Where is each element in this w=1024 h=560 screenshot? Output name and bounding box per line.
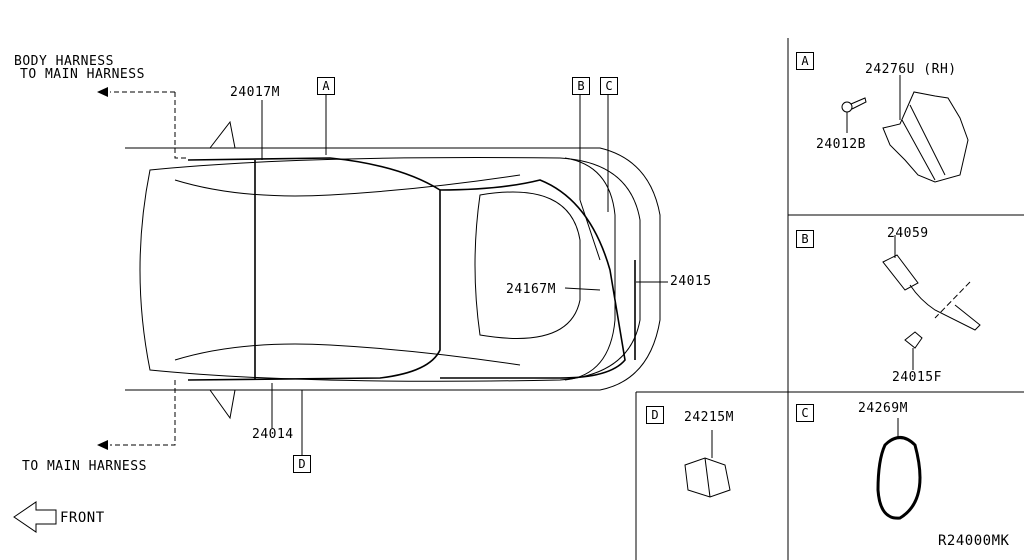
part-24015F-drawing — [904, 331, 923, 370]
panel-b-letter: B — [796, 230, 814, 248]
marker-d: D — [293, 455, 311, 473]
panel-b-part-24059: 24059 — [887, 226, 929, 241]
marker-b: B — [572, 77, 590, 95]
front-label: FRONT — [60, 510, 105, 526]
panel-b-part-24015F: 24015F — [892, 370, 942, 385]
marker-c: C — [600, 77, 618, 95]
panel-d-part-24215M: 24215M — [684, 410, 734, 425]
part-label-24014: 24014 — [252, 427, 294, 442]
part-24215M-drawing — [684, 430, 731, 498]
part-24269M-drawing — [876, 418, 922, 520]
front-arrow-icon — [13, 501, 57, 533]
panel-c-letter: C — [796, 404, 814, 422]
part-label-24017M: 24017M — [230, 85, 280, 100]
diagram-code: R24000MK — [938, 533, 1010, 549]
panel-c-part-24269M: 24269M — [858, 401, 908, 416]
marker-a: A — [317, 77, 335, 95]
leader-lines — [110, 91, 668, 455]
panel-d-letter: D — [646, 406, 664, 424]
panel-a-part-24012B: 24012B — [816, 137, 866, 152]
harness-wiring — [187, 157, 636, 381]
part-label-24167M: 24167M — [506, 282, 556, 297]
arrow-icons — [97, 87, 108, 450]
part-24012B-drawing — [841, 97, 867, 133]
panel-dividers — [635, 38, 1024, 560]
panel-a-letter: A — [796, 52, 814, 70]
part-label-24015: 24015 — [670, 274, 712, 289]
panel-a-part-24276U: 24276U (RH) — [865, 62, 957, 77]
body-harness-label: BODY HARNESS — [14, 54, 114, 69]
to-main-harness-label-top: TO MAIN HARNESS — [20, 67, 145, 82]
car-outline-drawing — [125, 120, 661, 420]
part-24276U-drawing — [882, 75, 969, 183]
to-main-harness-label-bottom: TO MAIN HARNESS — [22, 459, 147, 474]
part-24059-drawing — [882, 235, 981, 331]
